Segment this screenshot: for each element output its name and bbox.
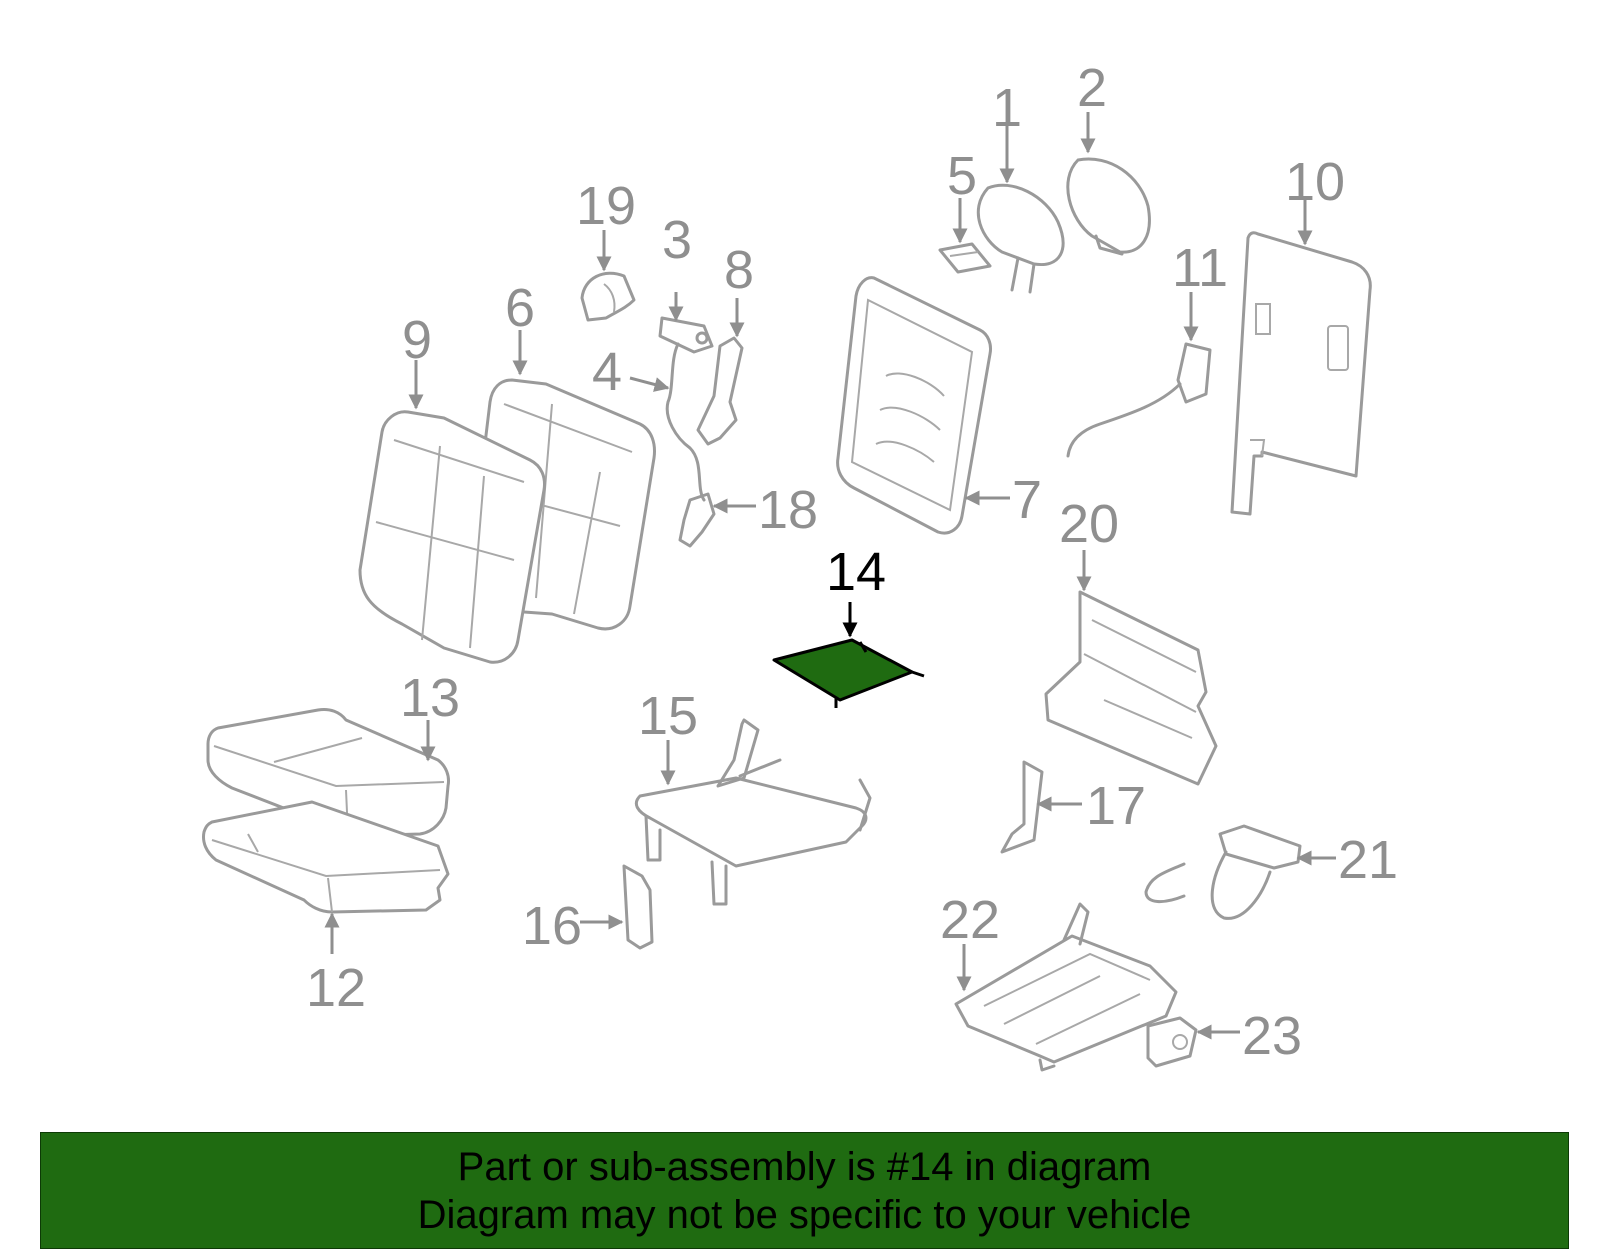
part-20-trim-panel xyxy=(1044,590,1218,786)
part-19-cover-cap xyxy=(580,271,636,322)
callout-14[interactable]: 14 xyxy=(826,542,886,602)
callout-5: 5 xyxy=(947,146,977,206)
callout-3: 3 xyxy=(662,210,692,270)
callout-23: 23 xyxy=(1242,1006,1302,1066)
callout-20: 20 xyxy=(1059,494,1119,554)
callout-1: 1 xyxy=(992,78,1022,138)
part-17-cover xyxy=(1000,760,1044,854)
part-11-recliner-release xyxy=(1066,342,1212,458)
callout-19: 19 xyxy=(576,176,636,236)
part-5-headrest-guide xyxy=(938,242,992,274)
banner-line-disclaimer: Diagram may not be specific to your vehi… xyxy=(417,1192,1192,1237)
callout-21: 21 xyxy=(1338,830,1398,890)
part-7-seatback-frame xyxy=(836,276,992,535)
part-12-seat-pad xyxy=(202,800,450,914)
part-16-bracket xyxy=(622,864,654,950)
callout-18: 18 xyxy=(758,480,818,540)
callout-4: 4 xyxy=(592,342,622,402)
part-21-release-handle xyxy=(1144,824,1302,920)
callout-8: 8 xyxy=(724,240,754,300)
info-banner: Part or sub-assembly is #14 in diagram D… xyxy=(40,1132,1569,1249)
callout-6: 6 xyxy=(505,278,535,338)
callout-12: 12 xyxy=(306,958,366,1018)
callout-15: 15 xyxy=(638,686,698,746)
part-10-back-panel xyxy=(1230,231,1372,516)
callout-labels: 1 2 3 4 5 6 7 8 9 10 11 12 13 14 15 16 1… xyxy=(306,58,1398,1066)
callout-10: 10 xyxy=(1285,152,1345,212)
banner-line-part: Part or sub-assembly is #14 in diagram xyxy=(457,1144,1152,1189)
callout-7: 7 xyxy=(1012,470,1042,530)
part-22-track-assembly xyxy=(954,902,1178,1072)
callout-17: 17 xyxy=(1086,776,1146,836)
part-8-hinge-bracket xyxy=(696,336,744,446)
part-23-cover xyxy=(1146,1016,1198,1068)
part-2-headrest xyxy=(1066,157,1151,256)
callout-2: 2 xyxy=(1077,58,1107,118)
callout-9: 9 xyxy=(402,310,432,370)
leader-arrows xyxy=(324,112,1336,1040)
part-13-seat-cushion xyxy=(206,708,450,838)
part-9-seatback-pad xyxy=(358,410,546,664)
part-3-latch xyxy=(658,316,714,354)
callout-11: 11 xyxy=(1172,238,1228,298)
callout-16: 16 xyxy=(522,896,582,956)
part-18-bracket xyxy=(678,492,716,548)
highlighted-part-fill[interactable] xyxy=(772,638,914,702)
callout-22: 22 xyxy=(940,890,1000,950)
part-14-highlighted[interactable] xyxy=(772,638,925,708)
part-4-cable xyxy=(665,342,706,502)
part-1-headrest xyxy=(976,183,1065,294)
callout-13: 13 xyxy=(400,668,460,728)
part-15-cushion-frame xyxy=(634,718,872,906)
